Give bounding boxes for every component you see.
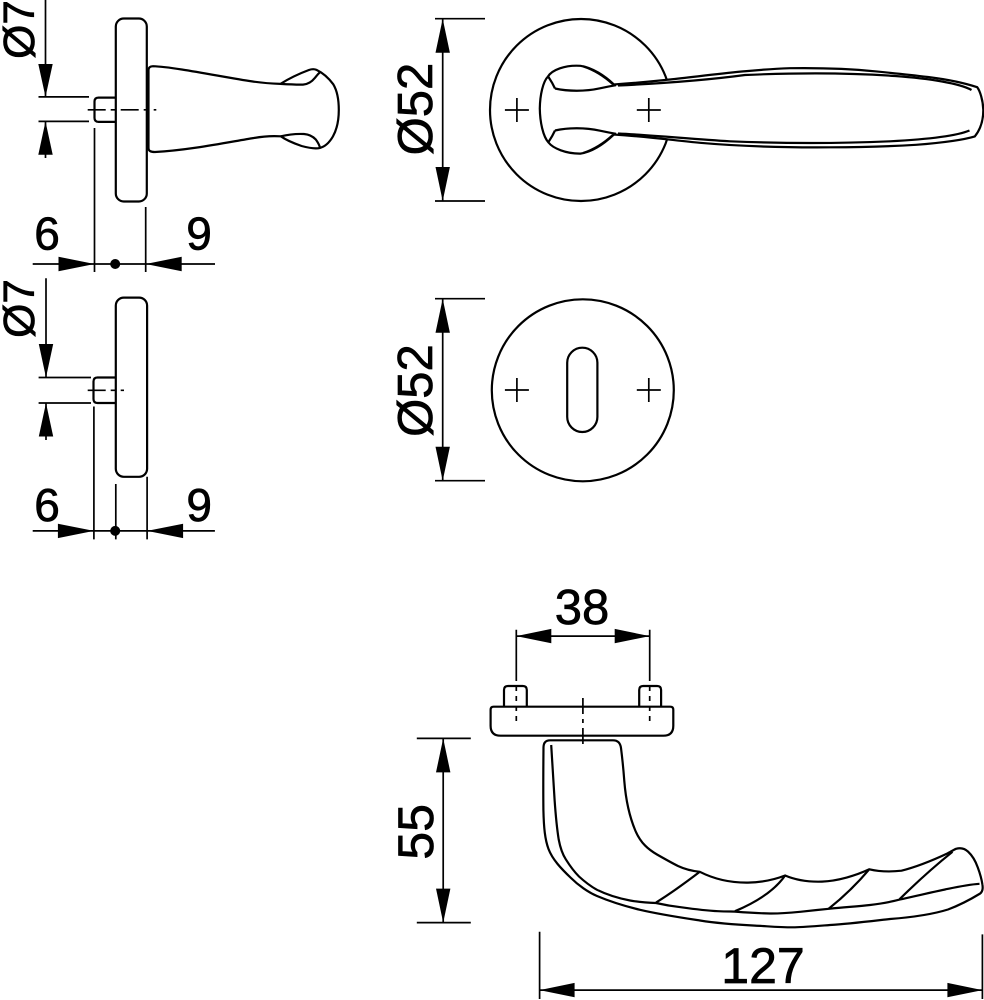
svg-text:Ø7: Ø7 (0, 279, 44, 338)
svg-text:55: 55 (388, 804, 444, 860)
svg-text:9: 9 (186, 479, 212, 531)
svg-text:38: 38 (555, 581, 610, 635)
svg-text:6: 6 (34, 208, 60, 260)
svg-text:9: 9 (186, 208, 212, 260)
svg-text:Ø52: Ø52 (389, 63, 443, 156)
svg-text:6: 6 (34, 479, 60, 531)
svg-text:Ø52: Ø52 (389, 344, 443, 437)
svg-text:Ø7: Ø7 (0, 0, 44, 59)
svg-text:127: 127 (721, 938, 804, 994)
